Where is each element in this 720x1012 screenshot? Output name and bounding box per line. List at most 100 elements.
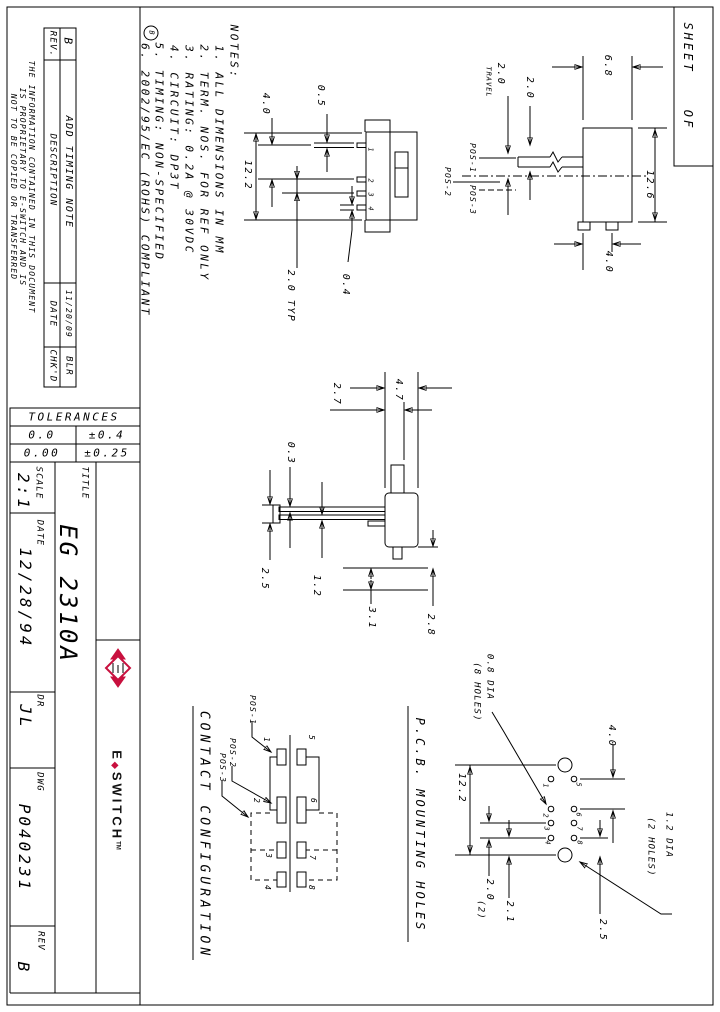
rev-date-value: 11/20/09 (64, 289, 73, 339)
dim-hole-pitch: 2.0 (484, 878, 495, 902)
contact-6: 6 (309, 797, 318, 805)
dim-standoff-2: 2.8 (425, 613, 436, 637)
dim-gap: 1.2 (311, 574, 322, 598)
tolerance-places-2: 0.00 (23, 446, 61, 460)
note-item-2: 2. TERM. NOS. FOR REF ONLY (197, 44, 211, 282)
dwg-number: P040231 (15, 803, 34, 893)
title-label: TITLE (79, 466, 90, 500)
contact-3: 3 (264, 852, 273, 860)
note-item-4: 4. CIRCUIT: DP3T (167, 45, 181, 191)
tolerance-places-1: 0.0 (28, 428, 56, 442)
dim-travel-2: 2.0 (524, 76, 535, 100)
revision-description: ADD TIMING NOTE (63, 115, 74, 229)
note-item-5: 5. TIMING: NON-SPECIFIED (152, 42, 166, 262)
dim-standoff-1: 3.1 (366, 606, 377, 630)
brand-rest: SWITCH (109, 771, 125, 842)
note-item-3: 3. RATING: 0.2A @ 30VDC (182, 45, 196, 255)
dim-body-12-2: 12.2 (242, 159, 253, 191)
dim-knob: 2.7 (331, 382, 342, 406)
contact-5: 5 (307, 734, 316, 742)
pos2-label-top: POS-2 (443, 166, 452, 198)
description-column-label: DESCRIPTION (47, 133, 58, 207)
dim-pitch-typ: 2.0 TYP (285, 269, 296, 323)
hole-1: 1 (541, 783, 550, 789)
terminal-4: 4 (366, 206, 375, 212)
brand-e: E (109, 750, 125, 762)
pos1-label-top: POS-1 (468, 142, 477, 174)
proprietary-line-3: NOT TO BE COPIED OR TRANSFERRED (9, 93, 18, 281)
hole-2: 2 (541, 813, 550, 819)
brand-diamond-icon: ◆ (110, 761, 121, 772)
e-switch-wordmark: E◆SWITCHTM (109, 750, 125, 850)
dim-pin-width: 0.5 (315, 84, 326, 108)
terminal-1: 1 (366, 147, 375, 153)
note-item-1: 1. ALL DIMENSIONS IN MM (212, 45, 226, 255)
rev-column-label: REV. (47, 30, 58, 58)
part-number: EG 2310A (54, 524, 82, 664)
sheet-of-label: OF (681, 109, 695, 131)
dim-body-length: 12.6 (644, 169, 655, 201)
small-hole-callout-2: (8 HOLES) (471, 662, 482, 722)
hole-6: 6 (574, 812, 583, 818)
dim-hole-pitch-qty: (2) (475, 900, 486, 920)
pos1-label-contact: POS-1 (248, 694, 257, 726)
dim-foot: 2.5 (259, 567, 270, 591)
notes-heading: NOTES: (227, 24, 241, 80)
dim-side-pin-t: 0.3 (285, 441, 296, 465)
date-label: DATE (34, 519, 45, 547)
proprietary-line-1: THE INFORMATION CONTAINED IN THIS DOCUME… (27, 60, 36, 314)
dim-hole-gap-2: 2.5 (597, 918, 608, 942)
contact-7: 7 (308, 854, 317, 862)
scale-label: SCALE (33, 466, 44, 500)
chkd-value: BLR (63, 356, 74, 376)
dim-body-width: 6.8 (602, 54, 613, 78)
proprietary-line-2: IS PROPRIETARY TO E-SWITCH AND IS (18, 87, 27, 287)
dim-hole-top: 4.0 (606, 724, 617, 748)
contact-8: 8 (307, 884, 316, 892)
hole-4: 4 (543, 840, 552, 846)
rev-date-label: DATE (47, 300, 58, 328)
hole-8: 8 (575, 840, 584, 846)
note-item-6: 6. 2002/95/EC (ROHS) COMPLIANT (138, 43, 152, 317)
e-switch-logo-icon (104, 648, 132, 688)
terminal-2: 2 (366, 178, 375, 184)
dwg-label: DWG (34, 772, 45, 792)
tolerances-heading: TOLERANCES (28, 410, 120, 424)
pos3-label-top: POS-3 (468, 184, 477, 216)
rev-block-value: B (14, 961, 33, 975)
pos2-label-contact: POS-2 (228, 737, 237, 769)
terminal-3: 3 (366, 192, 375, 198)
dim-hole-span: 12.2 (456, 772, 467, 804)
small-hole-callout-1: 0.8 DIA (484, 653, 495, 701)
hole-5: 5 (574, 782, 583, 788)
note-revision-flag: B (147, 30, 156, 36)
contact-2: 2 (252, 797, 261, 805)
travel-label: TRAVEL (484, 66, 493, 98)
dim-travel: 2.0 (495, 62, 506, 86)
contact-config-heading: CONTACT CONFIGURATION (196, 710, 212, 960)
contact-1: 1 (262, 736, 271, 744)
date-value: 12/28/94 (16, 547, 35, 649)
drawn-label: DR (34, 694, 45, 708)
rev-block-label: REV (35, 931, 46, 951)
dim-pin1-gap: 4.0 (260, 92, 271, 116)
drawn-by: JL (16, 704, 35, 730)
dim-side-width: 4.7 (393, 378, 404, 402)
sheet-label: SHEET (681, 22, 695, 74)
tolerance-value-2: ±0.25 (84, 446, 130, 460)
brand-trademark: TM (114, 841, 121, 850)
dim-hole-gap-1: 2.1 (504, 900, 515, 924)
dim-stub: 4.0 (603, 250, 614, 274)
hole-3: 3 (542, 826, 551, 832)
rev-value: B (61, 37, 75, 47)
scale-value: 2:1 (14, 473, 33, 511)
chkd-label: CHK'D (47, 349, 58, 383)
big-hole-callout-1: 1.2 DIA (663, 811, 674, 859)
dim-pin-thickness: 0.4 (340, 273, 351, 297)
hole-7: 7 (575, 826, 584, 832)
pcb-holes-heading: P.C.B. MOUNTING HOLES (413, 717, 427, 933)
tolerance-value-1: ±0.4 (88, 428, 126, 442)
pos3-label-contact: POS-3 (218, 752, 227, 784)
